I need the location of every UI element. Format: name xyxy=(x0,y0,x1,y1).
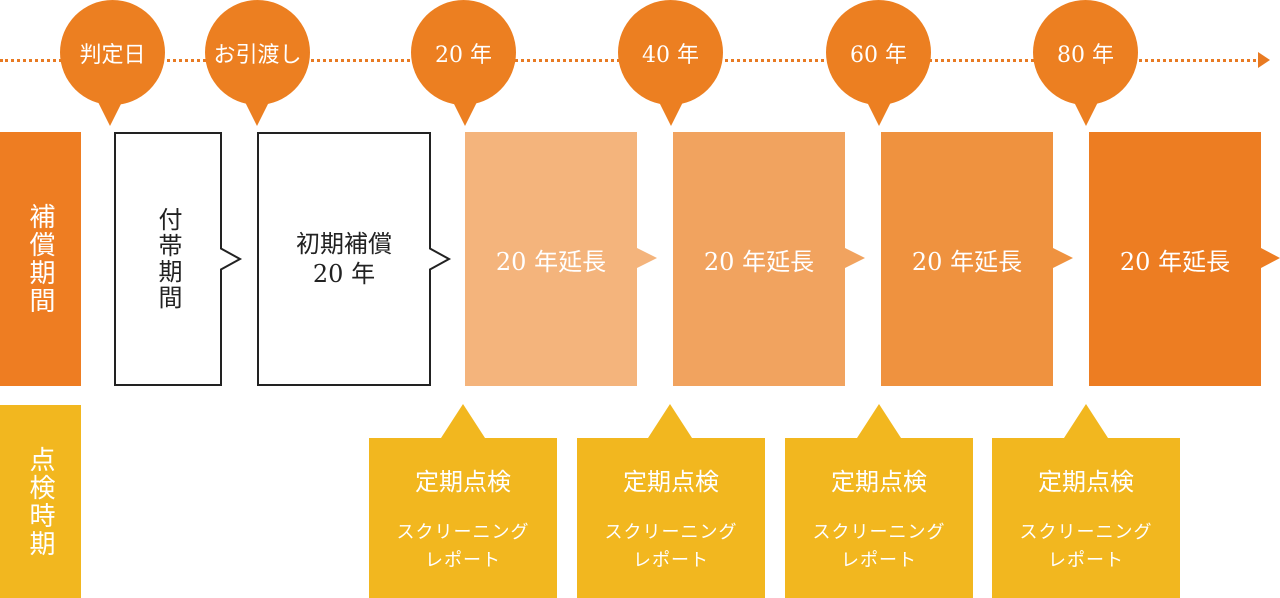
marker-handover: お引渡し xyxy=(205,0,310,105)
inspection-pointer xyxy=(857,404,901,438)
marker-60-years: 60 年 xyxy=(826,0,931,105)
initial-guarantee-box: 初期補償 20 年 xyxy=(257,132,431,386)
arrow-right-icon xyxy=(845,248,865,268)
chevron-right-icon xyxy=(220,248,244,270)
inspection-box-4: 定期点検 スクリーニングレポート xyxy=(992,438,1180,598)
marker-tail xyxy=(453,102,477,126)
inspection-pointer xyxy=(648,404,692,438)
arrow-right-icon xyxy=(637,248,657,268)
extension-box-4: 20 年延長 xyxy=(1089,132,1261,386)
inspection-box-2: 定期点検 スクリーニングレポート xyxy=(577,438,765,598)
extension-box-2: 20 年延長 xyxy=(673,132,845,386)
marker-tail xyxy=(659,102,683,126)
guarantee-period-label: 補償期間 xyxy=(0,132,81,386)
marker-tail xyxy=(1074,102,1098,126)
extension-box-1: 20 年延長 xyxy=(465,132,637,386)
marker-20-years: 20 年 xyxy=(411,0,516,105)
marker-judgment-date: 判定日 xyxy=(60,0,165,105)
extension-box-3: 20 年延長 xyxy=(881,132,1053,386)
marker-tail xyxy=(867,102,891,126)
chevron-right-icon xyxy=(429,248,453,270)
marker-80-years: 80 年 xyxy=(1033,0,1138,105)
marker-tail xyxy=(98,102,122,126)
inspection-box-3: 定期点検 スクリーニングレポート xyxy=(785,438,973,598)
marker-40-years: 40 年 xyxy=(618,0,723,105)
inspection-pointer xyxy=(441,404,485,438)
arrow-right-icon xyxy=(1053,248,1073,268)
arrow-right-icon xyxy=(1261,248,1280,268)
incidental-period-box: 付帯期間 xyxy=(114,132,222,386)
inspection-pointer xyxy=(1064,404,1108,438)
timeline-arrow-icon xyxy=(1258,52,1270,68)
marker-tail xyxy=(245,102,269,126)
inspection-timing-label: 点検時期 xyxy=(0,405,81,598)
inspection-box-1: 定期点検 スクリーニングレポート xyxy=(369,438,557,598)
